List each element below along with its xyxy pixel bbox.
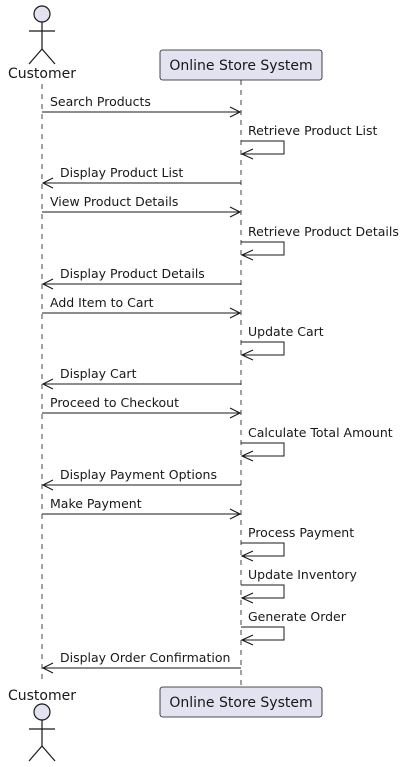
- message-label: Generate Order: [248, 609, 347, 624]
- customer-actor-bottom: Customer: [8, 688, 76, 762]
- arrow-head: [41, 662, 54, 674]
- message-5: Retrieve Product Details: [240, 224, 399, 261]
- message-label: Retrieve Product List: [248, 123, 377, 138]
- message-4: View Product Details: [42, 194, 242, 218]
- arrow-head: [240, 148, 254, 160]
- self-message-line: [241, 140, 285, 155]
- system-label-top: Online Store System: [169, 58, 312, 74]
- arrow-head: [41, 278, 54, 290]
- message-label: Proceed to Checkout: [50, 395, 179, 410]
- arrow-head: [229, 307, 242, 319]
- message-label: Search Products: [50, 94, 151, 109]
- customer-actor-top: Customer: [8, 5, 76, 82]
- message-10: Proceed to Checkout: [42, 395, 242, 419]
- self-message-line: [241, 626, 285, 641]
- arrow-head: [229, 407, 242, 419]
- message-14: Process Payment: [240, 525, 354, 562]
- system-participant-bottom: Online Store System: [159, 686, 323, 718]
- message-6: Display Product Details: [41, 266, 241, 290]
- message-3: Display Product List: [41, 165, 241, 189]
- message-8: Update Cart: [240, 324, 324, 361]
- system-participant-top: Online Store System: [159, 49, 323, 81]
- message-17: Display Order Confirmation: [41, 650, 241, 674]
- message-label: Display Product Details: [60, 266, 205, 281]
- actor-icon: [28, 703, 56, 762]
- actor-icon: [28, 5, 56, 65]
- system-label-bottom: Online Store System: [169, 695, 312, 711]
- arrow-head: [240, 592, 254, 604]
- message-13: Make Payment: [42, 496, 242, 520]
- message-15: Update Inventory: [240, 567, 358, 604]
- arrow-head: [41, 378, 54, 390]
- message-12: Display Payment Options: [41, 467, 241, 491]
- message-label: Display Product List: [60, 165, 183, 180]
- message-label: Retrieve Product Details: [248, 224, 399, 239]
- message-16: Generate Order: [240, 609, 347, 646]
- message-label: Display Cart: [60, 366, 137, 381]
- arrow-head: [41, 479, 54, 491]
- arrow-head: [240, 249, 254, 261]
- customer-label-top: Customer: [8, 66, 76, 82]
- self-message-line: [241, 341, 285, 356]
- message-11: Calculate Total Amount: [240, 425, 393, 462]
- participant-box: [159, 49, 323, 81]
- message-label: Update Cart: [248, 324, 324, 339]
- self-message-line: [241, 442, 285, 457]
- message-label: Add Item to Cart: [50, 295, 154, 310]
- arrow-head: [41, 177, 54, 189]
- arrow-head: [229, 508, 242, 520]
- message-2: Retrieve Product List: [240, 123, 377, 160]
- arrow-head: [240, 349, 254, 361]
- self-message-line: [241, 241, 285, 256]
- message-label: View Product Details: [50, 194, 178, 209]
- message-7: Add Item to Cart: [42, 295, 242, 319]
- message-label: Display Payment Options: [60, 467, 217, 482]
- self-message-line: [241, 584, 285, 599]
- arrow-head: [240, 550, 254, 562]
- message-label: Calculate Total Amount: [248, 425, 393, 440]
- message-label: Display Order Confirmation: [60, 650, 230, 665]
- message-label: Process Payment: [248, 525, 354, 540]
- arrow-head: [240, 450, 254, 462]
- participant-box: [159, 686, 323, 718]
- customer-label-bottom: Customer: [8, 688, 76, 704]
- arrow-head: [229, 106, 242, 118]
- message-9: Display Cart: [41, 366, 241, 390]
- message-1: Search Products: [42, 94, 242, 118]
- arrow-head: [240, 634, 254, 646]
- message-label: Update Inventory: [248, 567, 358, 582]
- message-label: Make Payment: [50, 496, 142, 511]
- arrow-head: [229, 206, 242, 218]
- self-message-line: [241, 542, 285, 557]
